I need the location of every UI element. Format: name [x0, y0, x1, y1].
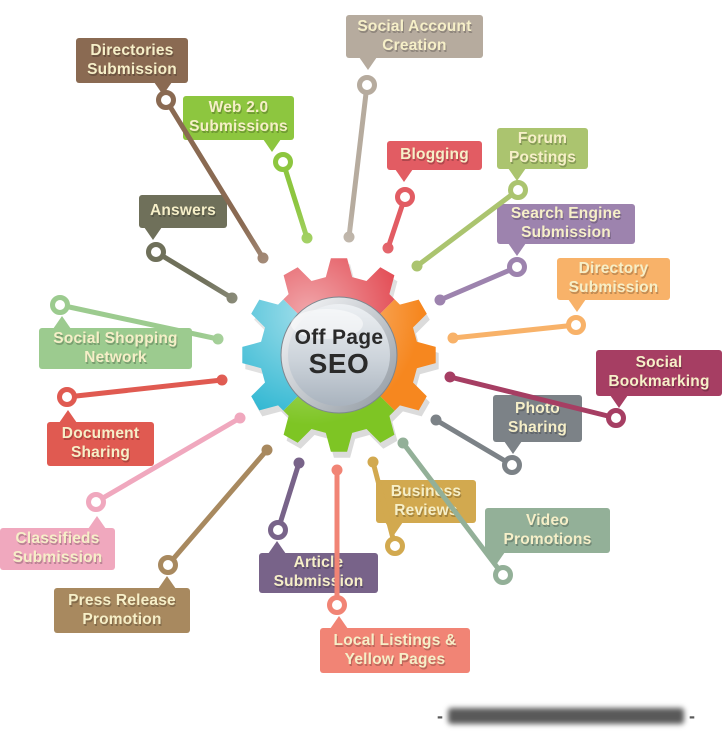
label-press-release-promotion: Press Release Promotion: [54, 588, 190, 633]
label-answers: Answers: [139, 195, 227, 228]
watermark-suffix-dash: -: [689, 705, 695, 726]
label-classifieds-submission: Classifieds Submission: [0, 528, 115, 570]
blurred-watermark: - -: [437, 703, 695, 729]
watermark-prefix-dash: -: [437, 705, 443, 726]
label-document-sharing: Document Sharing: [47, 422, 154, 466]
label-social-shopping-network: Social Shopping Network: [39, 328, 192, 369]
label-search-engine-submission: Search Engine Submission: [497, 204, 635, 244]
watermark-blur-blob: [448, 708, 684, 724]
label-business-reviews: Business Reviews: [376, 480, 476, 523]
label-local-listings-yellow-pages: Local Listings & Yellow Pages: [320, 628, 470, 673]
label-social-account-creation: Social Account Creation: [346, 15, 483, 58]
label-video-promotions: Video Promotions: [485, 508, 610, 553]
label-article-submission: Article Submission: [259, 553, 378, 593]
label-photo-sharing: Photo Sharing: [493, 395, 582, 442]
label-blogging: Blogging: [387, 141, 482, 170]
label-social-bookmarking: Social Bookmarking: [596, 350, 722, 396]
label-directory-submission: Directory Submission: [557, 258, 670, 300]
label-directories-submission: Directories Submission: [76, 38, 188, 83]
label-forum-postings: Forum Postings: [497, 128, 588, 169]
label-web-2-0-submissions: Web 2.0 Submissions: [183, 96, 294, 140]
